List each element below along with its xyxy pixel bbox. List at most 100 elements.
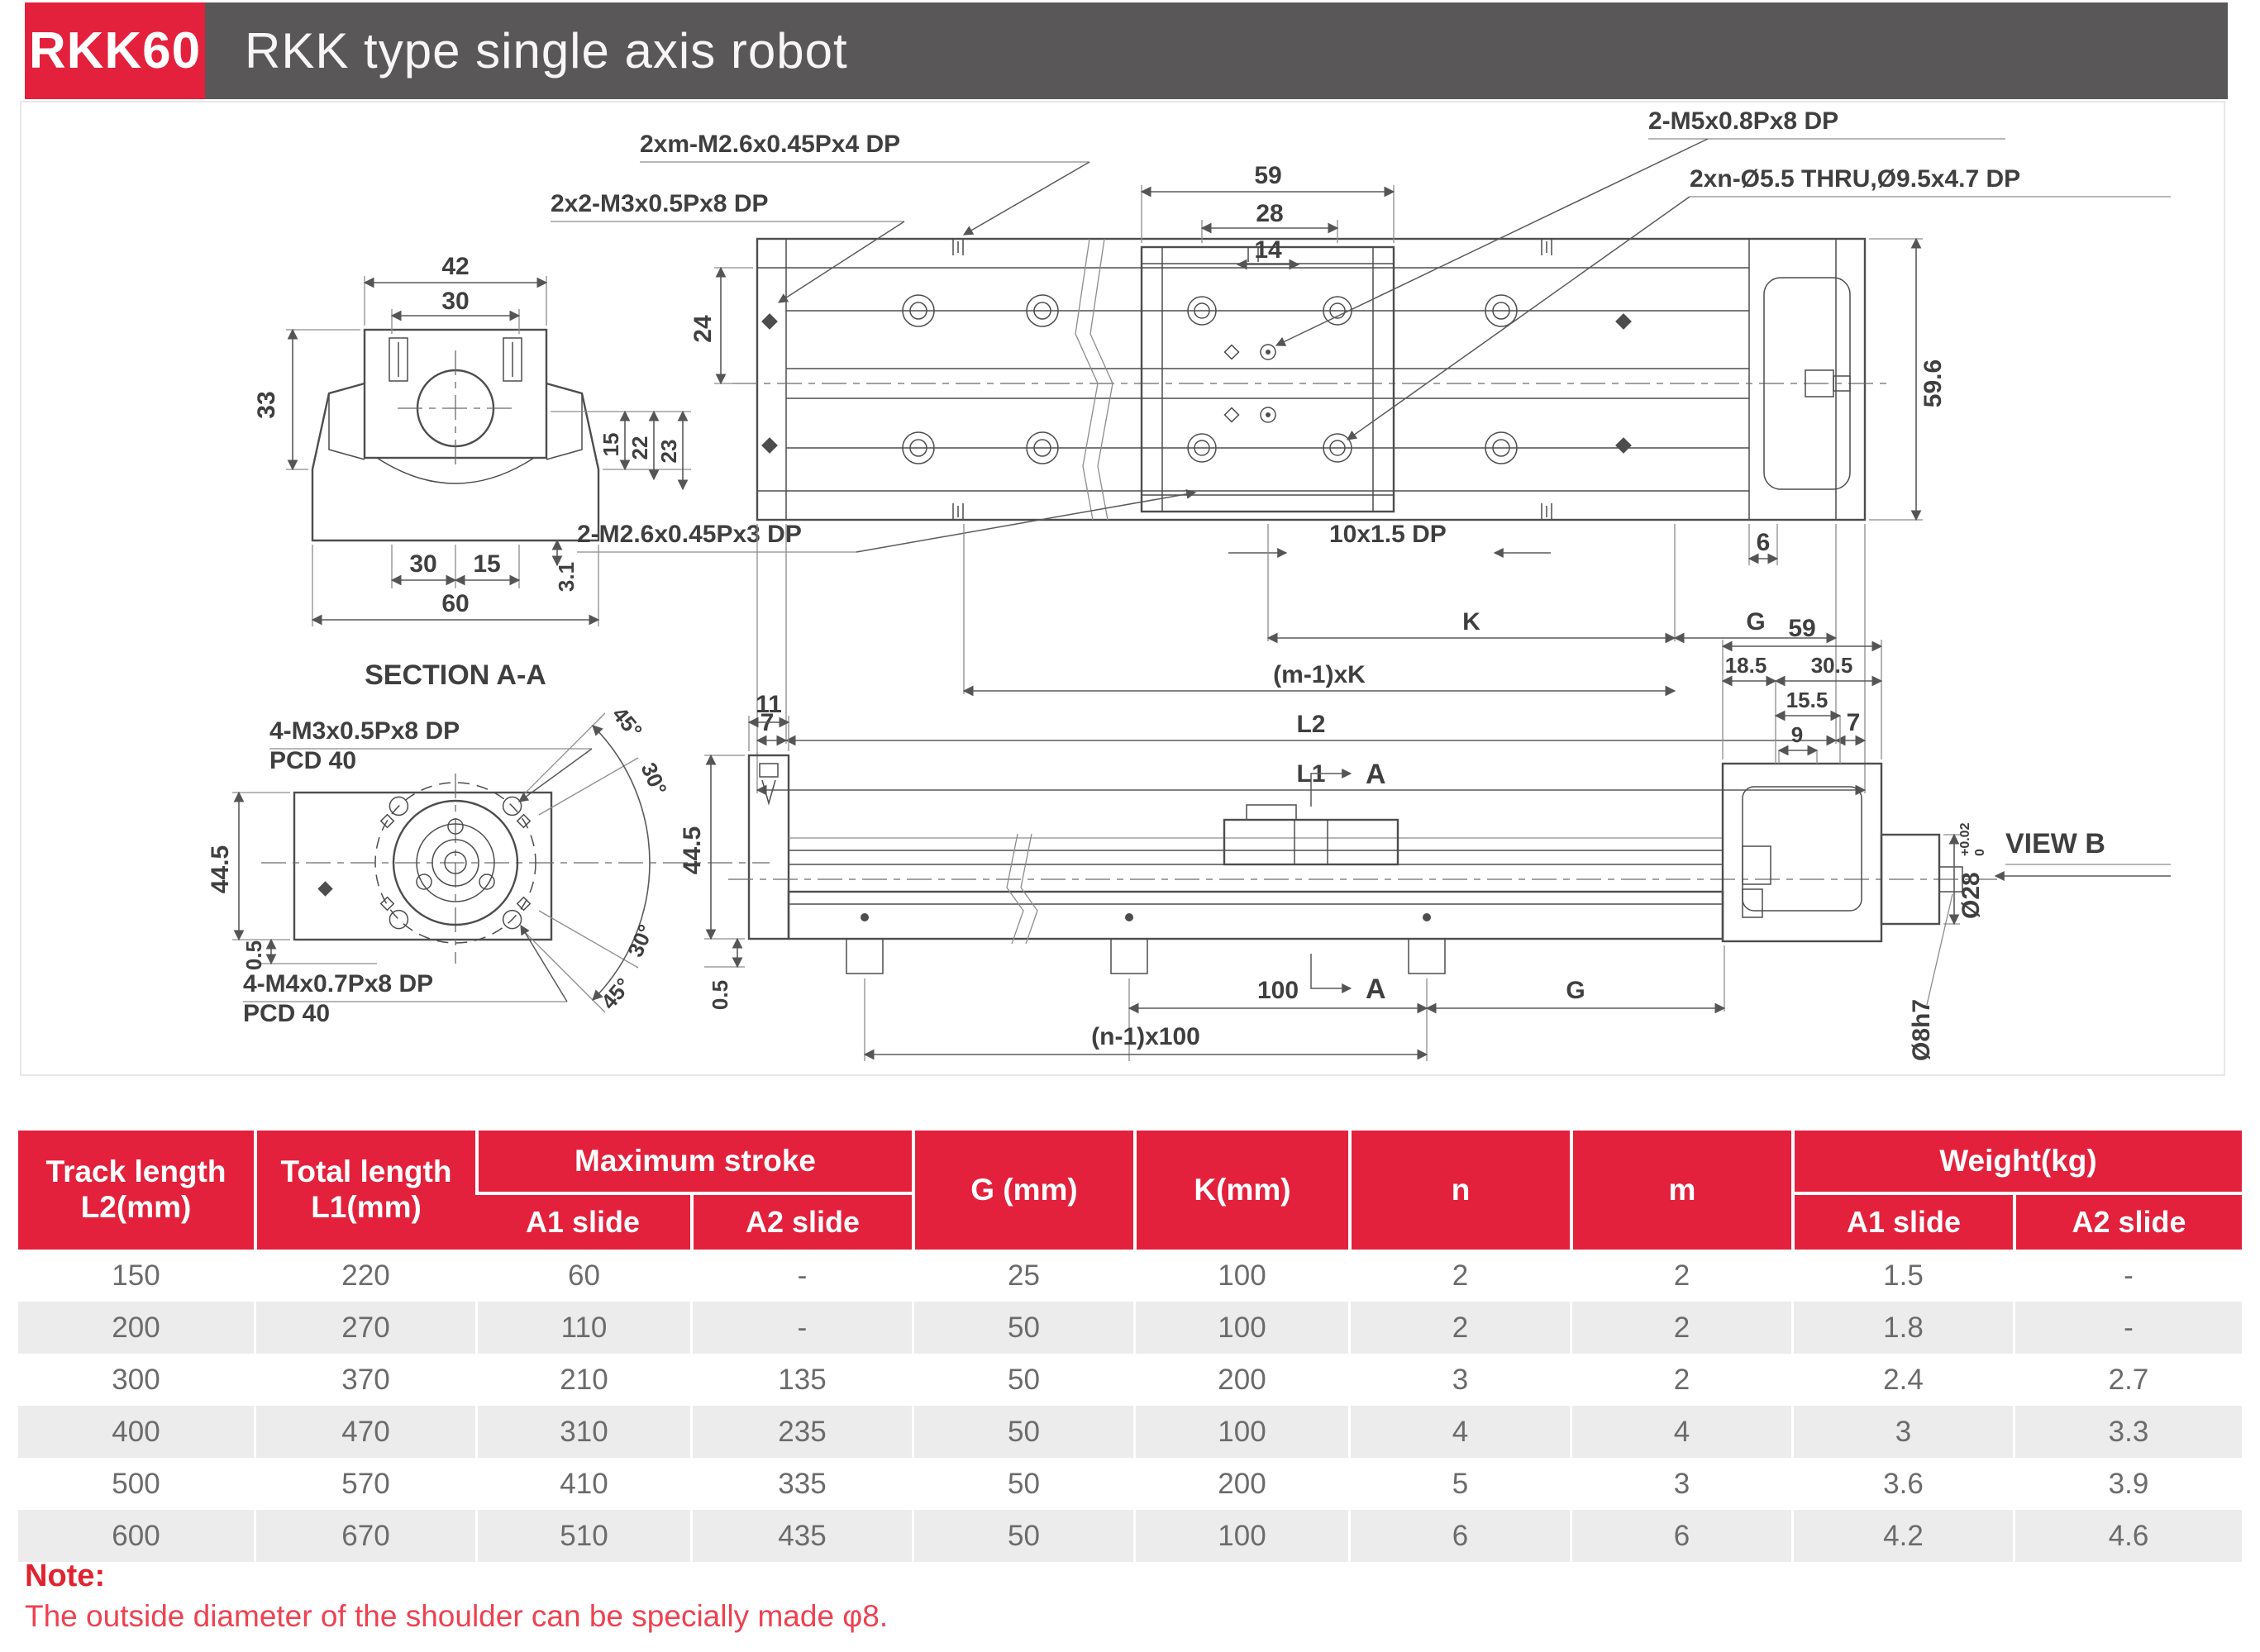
model-label: RKK60 xyxy=(28,22,202,79)
angle-30-bottom: 30° xyxy=(622,921,658,960)
dim-section-15-right: 15 xyxy=(598,433,623,457)
table-cell: 410 xyxy=(475,1458,690,1510)
col-header-n: n xyxy=(1348,1131,1570,1250)
table-cell: 100 xyxy=(1133,1406,1348,1458)
dim-side-9: 9 xyxy=(1791,722,1803,747)
table-cell: 270 xyxy=(254,1302,475,1354)
dim-side-dia28-tol-lower: 0 xyxy=(1973,849,1987,856)
table-cell: 135 xyxy=(690,1354,912,1406)
plan-annotation-10x15: 10x1.5 DP xyxy=(1329,521,1447,548)
dim-flange-0-5: 0.5 xyxy=(241,940,266,970)
table-cell: 4 xyxy=(1348,1406,1570,1458)
angle-30-top: 30° xyxy=(637,759,672,798)
table-cell: 6 xyxy=(1348,1510,1570,1562)
table-cell: 100 xyxy=(1133,1510,1348,1562)
carriage-bolt-holes xyxy=(1187,296,1352,463)
dim-section-23: 23 xyxy=(656,440,681,464)
plan-view: 2xm-M2.6x0.45Px4 DP 2x2-M3x0.5Px8 DP 2-M… xyxy=(551,107,2171,796)
dim-plan-l2: L2 xyxy=(1296,711,1325,738)
page-header: RKK60 RKK type single axis robot xyxy=(25,2,2228,99)
dim-plan-m1k: (m-1)xK xyxy=(1273,661,1366,688)
col-header-weight-a1: A1 slide xyxy=(1791,1195,2013,1250)
table-cell: 570 xyxy=(254,1458,475,1510)
dim-side-0-5: 0.5 xyxy=(708,980,732,1010)
table-header-row-2: A1 slide A2 slide A1 slide A2 slide xyxy=(18,1195,2242,1250)
table-cell: 2.7 xyxy=(2013,1354,2242,1406)
table-cell: 3 xyxy=(1348,1354,1570,1406)
mounting-feet xyxy=(846,913,1446,974)
table-cell: 150 xyxy=(18,1250,254,1302)
dim-side-dia28: Ø28 xyxy=(1957,872,1985,919)
table-cell: 2 xyxy=(1348,1302,1570,1354)
table-cell: 2.4 xyxy=(1791,1354,2013,1406)
dim-plan-14: 14 xyxy=(1254,236,1282,264)
table-cell: 4.6 xyxy=(2013,1510,2242,1562)
table-cell: 5 xyxy=(1348,1458,1570,1510)
table-cell: 3.3 xyxy=(2013,1406,2242,1458)
break-line xyxy=(1006,833,1024,945)
table-cell: - xyxy=(2013,1302,2242,1354)
flange-view: 45° 30° 30° 45° 4-M3x0.5Px8 DP PCD 40 4-… xyxy=(207,702,770,1027)
flange-annotation-pcd40-bottom: PCD 40 xyxy=(243,1000,330,1027)
technical-drawing-panel: 42 30 33 15 22 23 30 15 3.1 60 SECTION A… xyxy=(20,101,2225,1076)
flange-annotation-pcd40-top: PCD 40 xyxy=(269,747,356,774)
break-line xyxy=(1075,238,1099,521)
flange-annotation-m4: 4-M4x0.7Px8 DP xyxy=(243,970,433,997)
dim-side-dia8h7: Ø8h7 xyxy=(1908,999,1935,1061)
col-header-track-length: Track length L2(mm) xyxy=(18,1131,254,1250)
col-header-total-length-line2: L1(mm) xyxy=(311,1190,422,1224)
angle-45-bottom: 45° xyxy=(596,974,636,1014)
section-aa-label: SECTION A-A xyxy=(365,659,546,691)
technical-drawing: 42 30 33 15 22 23 30 15 3.1 60 SECTION A… xyxy=(207,107,2171,1061)
dim-side-59: 59 xyxy=(1788,615,1815,642)
view-b-label: VIEW B xyxy=(2005,828,2105,859)
table-cell: 600 xyxy=(18,1510,254,1562)
col-header-track-length-line1: Track length xyxy=(45,1154,226,1189)
spec-table: Track length L2(mm) Total length L1(mm) … xyxy=(18,1131,2242,1562)
table-cell: 200 xyxy=(1133,1458,1348,1510)
plan-annotation-m5: 2-M5x0.8Px8 DP xyxy=(1648,107,1838,135)
dim-side-11: 11 xyxy=(756,691,782,718)
table-cell: 25 xyxy=(912,1250,1133,1302)
table-header-row-1: Track length L2(mm) Total length L1(mm) … xyxy=(18,1131,2242,1250)
dim-side-15-5: 15.5 xyxy=(1786,688,1829,712)
col-header-track-length-line2: L2(mm) xyxy=(80,1190,192,1224)
dim-side-n100: (n-1)x100 xyxy=(1091,1023,1200,1050)
dim-side-18-5: 18.5 xyxy=(1725,653,1767,678)
break-line xyxy=(1020,833,1038,945)
section-aa-view: 42 30 33 15 22 23 30 15 3.1 60 SECTION A… xyxy=(253,253,691,691)
dim-section-30-bottom: 30 xyxy=(409,550,436,578)
dim-plan-59: 59 xyxy=(1254,162,1281,189)
plan-annotation-thru: 2xn-Ø5.5 THRU,Ø9.5x4.7 DP xyxy=(1690,165,2020,193)
table-cell: - xyxy=(690,1250,912,1302)
table-cell: 470 xyxy=(254,1406,475,1458)
dim-side-44-5: 44.5 xyxy=(679,826,706,874)
note-label: Note: xyxy=(25,1559,106,1593)
table-cell: - xyxy=(690,1302,912,1354)
table-cell: 310 xyxy=(475,1406,690,1458)
flange-bolt-holes xyxy=(379,796,532,930)
col-header-stroke-a2: A2 slide xyxy=(690,1195,912,1250)
table-cell: 110 xyxy=(475,1302,690,1354)
table-cell: 4.2 xyxy=(1791,1510,2013,1562)
plan-annotation-m26x3: 2-M2.6x0.45Px3 DP xyxy=(577,521,802,548)
table-cell: 100 xyxy=(1133,1302,1348,1354)
table-cell: 220 xyxy=(254,1250,475,1302)
plan-annotation-m3: 2x2-M3x0.5Px8 DP xyxy=(551,190,769,217)
table-cell: 370 xyxy=(254,1354,475,1406)
table-cell: 500 xyxy=(18,1458,254,1510)
col-header-weight-a2: A2 slide xyxy=(2013,1195,2242,1250)
table-cell: 335 xyxy=(690,1458,912,1510)
dim-plan-k: K xyxy=(1462,608,1480,636)
break-line xyxy=(1089,238,1113,521)
table-cell: 2 xyxy=(1348,1250,1570,1302)
col-header-stroke-a1: A1 slide xyxy=(475,1195,690,1250)
table-cell: 50 xyxy=(912,1458,1133,1510)
dim-flange-44-5: 44.5 xyxy=(207,845,234,893)
table-cell: 435 xyxy=(690,1510,912,1562)
col-header-g: G (mm) xyxy=(912,1131,1133,1250)
section-mark-a-bottom: A xyxy=(1366,974,1386,1005)
